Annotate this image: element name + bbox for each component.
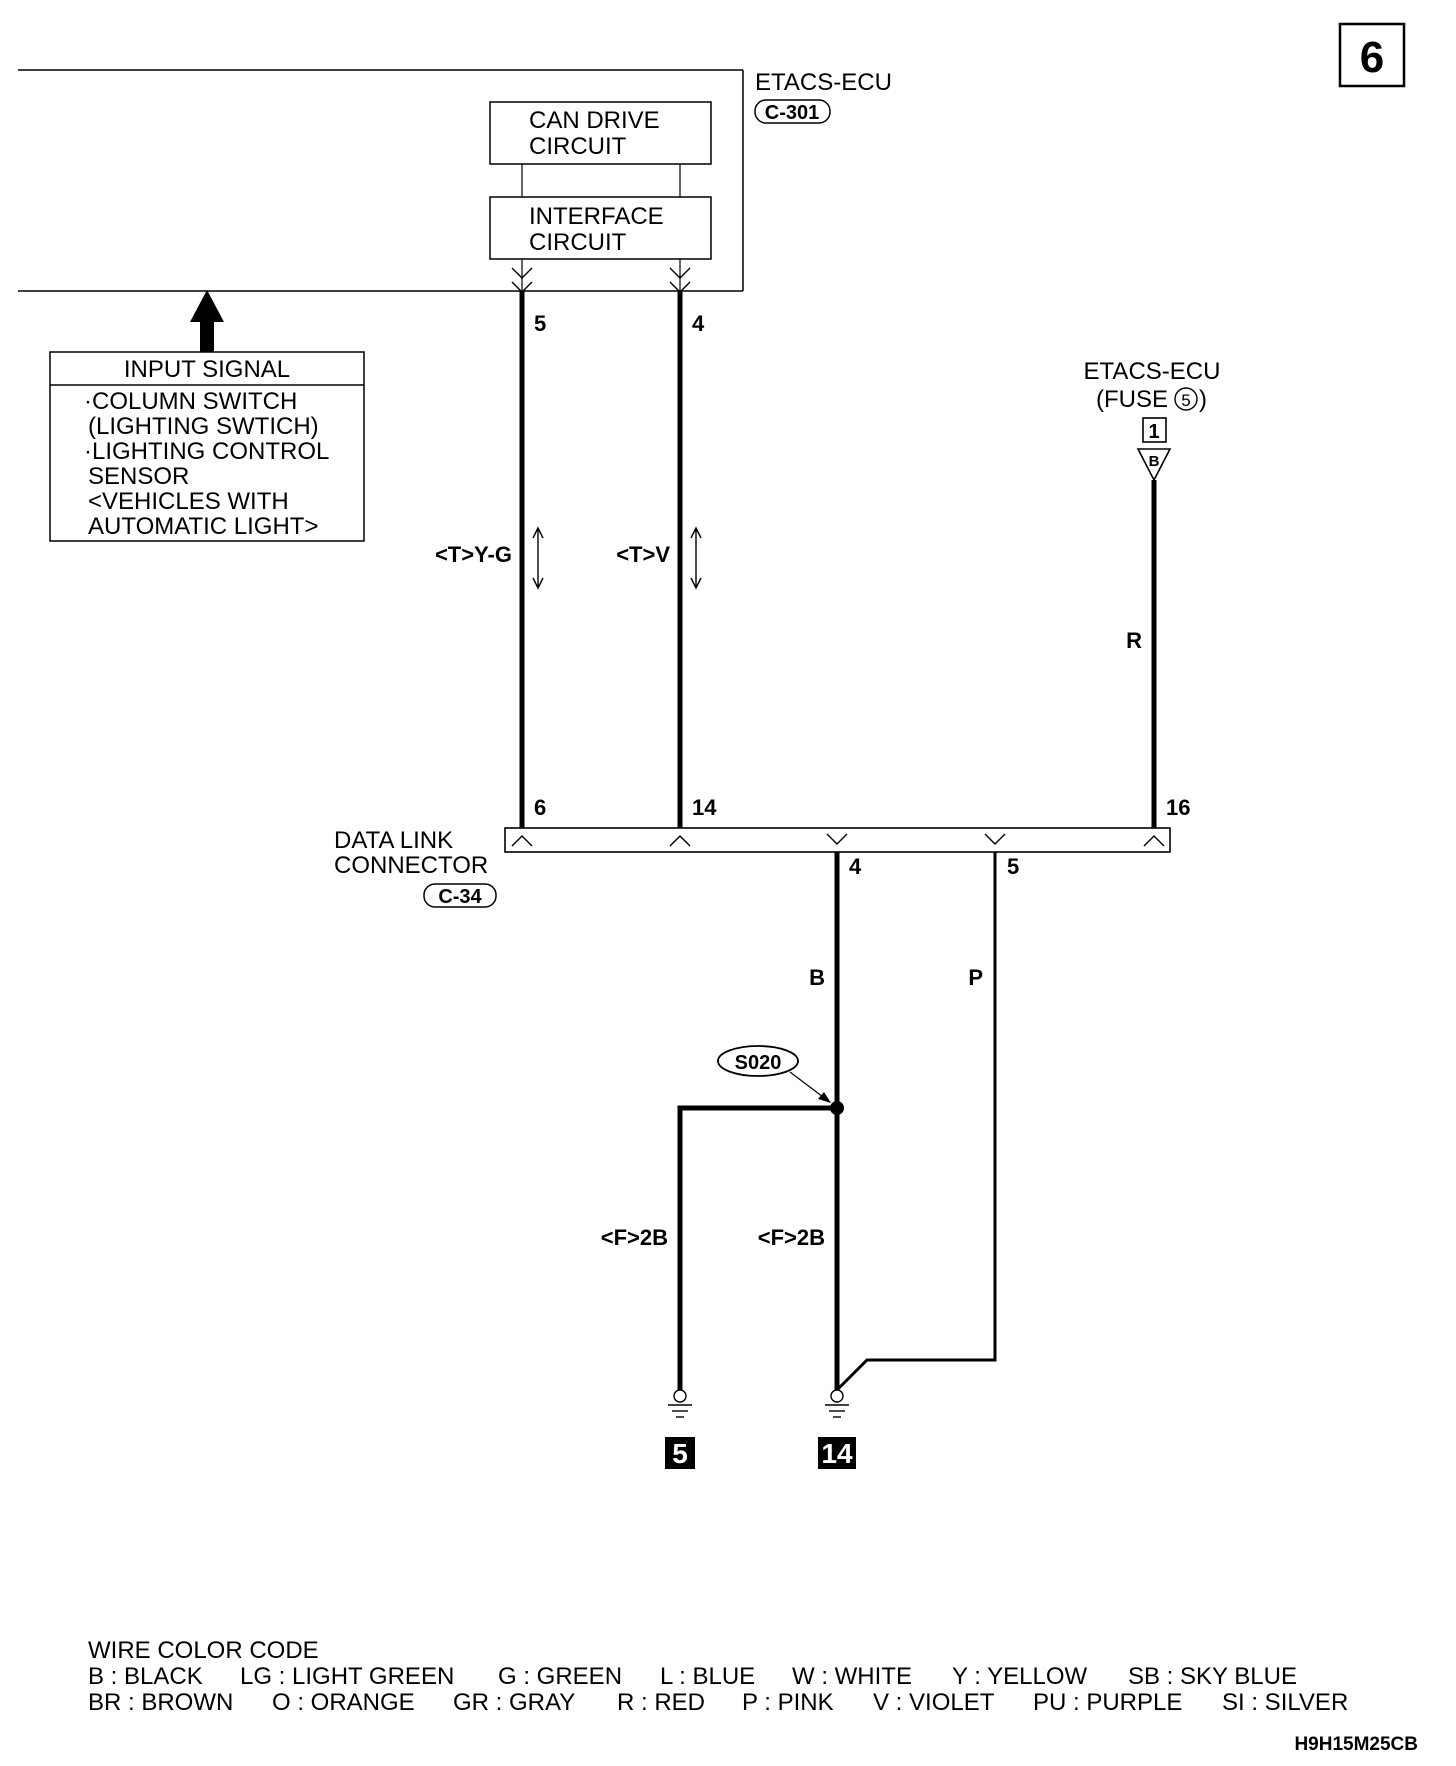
dlc-pin-16-icon	[1143, 835, 1165, 847]
fuse-number: 5	[1181, 391, 1190, 410]
legend-entry: LG : LIGHT GREEN	[240, 1663, 454, 1690]
can-drive-circuit-line2: CIRCUIT	[529, 133, 627, 160]
ground-wires: B P <F>2B <F>2B S020	[601, 852, 997, 1392]
wire-color-legend: WIRE COLOR CODE B : BLACK LG : LIGHT GRE…	[88, 1637, 1348, 1716]
data-link-connector: 6 14 16 4 5 DATA LINK CONNECTOR C-34	[334, 795, 1190, 908]
page-number-box: 6	[1338, 22, 1406, 88]
interface-circuit-line1: INTERFACE	[529, 203, 664, 230]
can-low-bidirectional-icon	[690, 526, 702, 590]
ground-icon	[673, 1389, 687, 1403]
dlc-pin-6-icon	[511, 835, 533, 847]
legend-title: WIRE COLOR CODE	[88, 1637, 319, 1664]
page-number: 6	[1360, 33, 1384, 82]
fuse-number-circle	[1174, 387, 1198, 411]
dlc-pin-5-icon	[984, 833, 1006, 845]
fuse-block: ETACS-ECU (FUSE 5 ) 1 B R	[1084, 358, 1221, 828]
interface-circuit-box	[489, 196, 712, 260]
input-signal-line: <VEHICLES WITH	[88, 488, 289, 515]
input-signal-title: INPUT SIGNAL	[124, 356, 290, 383]
legend-entry: SB : SKY BLUE	[1128, 1663, 1297, 1690]
ground-symbol-left: 5	[665, 1389, 695, 1469]
input-signal-line: ·COLUMN SWITCH	[84, 388, 297, 415]
can-high-wire-label: <T>Y-G	[435, 542, 512, 567]
dlc-pin-4-icon	[826, 833, 848, 845]
splice-dot	[830, 1101, 844, 1115]
connector-c301-label: C-301	[765, 102, 819, 124]
can-drive-circuit-box	[489, 101, 712, 165]
ecu-pin-5: 5	[534, 311, 546, 336]
fuse-line1: ETACS-ECU	[1084, 358, 1221, 385]
ground-number: 5	[672, 1438, 688, 1469]
legend-entry: GR : GRAY	[453, 1689, 575, 1716]
fuse-terminal-label: B	[1149, 453, 1160, 470]
legend-entry: R : RED	[617, 1689, 705, 1716]
can-high-bidirectional-icon	[532, 526, 544, 590]
input-signal-line: ·LIGHTING CONTROL	[84, 438, 329, 465]
input-arrow-icon	[190, 290, 224, 352]
connector-c34-label: C-34	[438, 886, 482, 908]
splice-pointer-icon	[818, 1092, 831, 1103]
diagram-code: H9H15M25CB	[1294, 1734, 1418, 1755]
splice-label: S020	[735, 1052, 782, 1074]
legend-entry: W : WHITE	[792, 1663, 912, 1690]
legend-entry: G : GREEN	[498, 1663, 622, 1690]
ground-black-wire-label: B	[809, 965, 825, 990]
dlc-label-line1: DATA LINK	[334, 827, 453, 854]
input-signal-line: AUTOMATIC LIGHT>	[88, 513, 318, 540]
ground-symbol-right: 14	[818, 1389, 856, 1469]
ecu-pin-4: 4	[692, 311, 705, 336]
connector-c301-oval	[754, 99, 831, 124]
legend-entry: Y : YELLOW	[952, 1663, 1088, 1690]
input-signal-line: SENSOR	[88, 463, 189, 490]
legend-entry: O : ORANGE	[272, 1689, 415, 1716]
legend-entry: BR : BROWN	[88, 1689, 233, 1716]
dlc-pin-label: 4	[849, 854, 862, 879]
legend-entry: L : BLUE	[660, 1663, 755, 1690]
legend-entry: B : BLACK	[88, 1663, 203, 1690]
ground-left-wire-label: <F>2B	[601, 1225, 668, 1250]
legend-entry: V : VIOLET	[873, 1689, 995, 1716]
dlc-pin-label: 16	[1166, 795, 1190, 820]
ground-right-wire-label: <F>2B	[758, 1225, 825, 1250]
can-wires: <T>Y-G <T>V	[435, 291, 702, 828]
interface-circuit-line2: CIRCUIT	[529, 229, 627, 256]
input-signal-line: (LIGHTING SWTICH)	[88, 413, 319, 440]
fuse-box-number: 1	[1148, 421, 1159, 443]
fuse-terminal-icon	[1136, 448, 1172, 482]
splice-oval	[717, 1045, 799, 1077]
can-drive-circuit-line1: CAN DRIVE	[529, 107, 660, 134]
dlc-pin-14-icon	[669, 835, 691, 847]
power-wire-label: R	[1126, 628, 1142, 653]
can-low-wire-label: <T>V	[616, 542, 670, 567]
dlc-pin-label: 14	[692, 795, 717, 820]
legend-entry: PU : PURPLE	[1033, 1689, 1182, 1716]
fuse-line2-suffix: )	[1199, 386, 1207, 413]
connector-c34-oval	[423, 883, 497, 908]
dlc-pin-label: 5	[1007, 854, 1019, 879]
dlc-label-line2: CONNECTOR	[334, 852, 488, 879]
fuse-line2-prefix: (FUSE	[1096, 386, 1168, 413]
ground-pink-wire-label: P	[968, 965, 983, 990]
ground-number: 14	[821, 1438, 853, 1469]
dlc-pin-label: 6	[534, 795, 546, 820]
legend-entry: P : PINK	[742, 1689, 834, 1716]
fuse-box-number-frame	[1142, 417, 1167, 443]
etacs-ecu-block: ETACS-ECU C-301 CAN DRIVE CIRCUIT INTERF…	[18, 69, 892, 336]
etacs-ecu-label: ETACS-ECU	[755, 69, 892, 96]
input-signal-block: INPUT SIGNAL ·COLUMN SWITCH (LIGHTING SW…	[49, 290, 365, 542]
ground-icon	[830, 1389, 844, 1403]
legend-entry: SI : SILVER	[1222, 1689, 1348, 1716]
